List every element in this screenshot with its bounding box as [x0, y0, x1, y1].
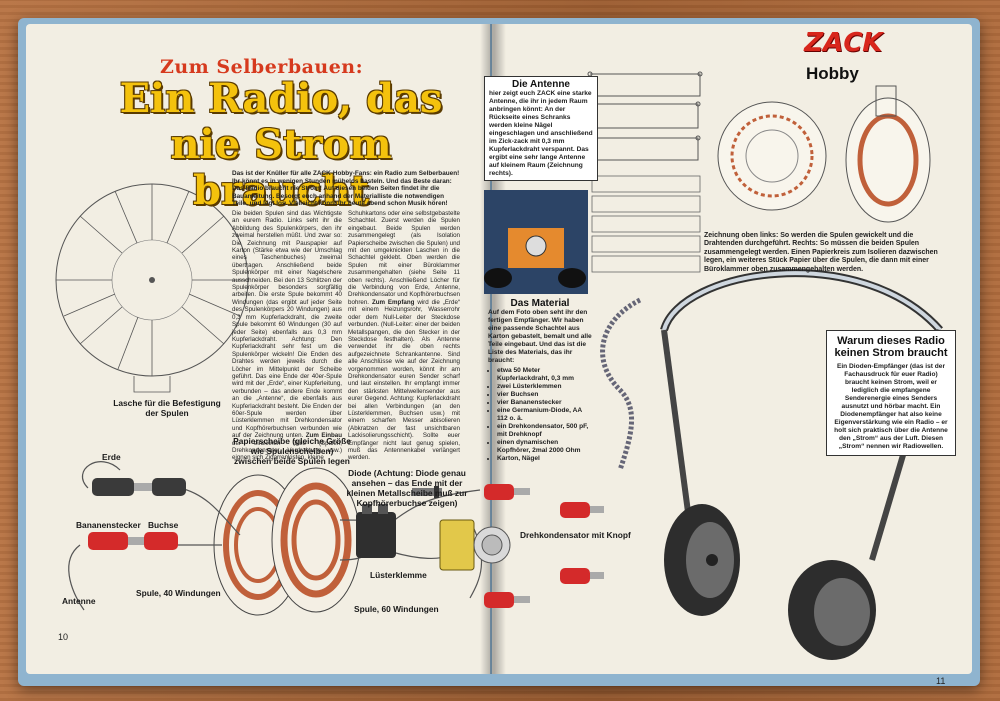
material-item: ein Drehkondensator, 500 pF, mit Drehkno…	[497, 423, 592, 439]
material-item: vier Buchsen	[497, 391, 592, 399]
body-column-1-subhead: Zum Einbau	[305, 432, 342, 440]
body-column-2: Schuhkartons oder eine selbstgebastelte …	[348, 210, 460, 462]
body-column-1-tail: der einzelnen Teile (Spulen, Drehkondens…	[232, 439, 342, 462]
zack-logo: ZACK	[800, 28, 886, 58]
body-column-1-text: Die beiden Spulen sind das Wichtigste an…	[232, 210, 342, 440]
antenne-box-title: Die Antenne	[512, 79, 570, 90]
cabinet-antenna-sketch	[591, 175, 701, 273]
body-column-2-text: Schuhkartons oder eine selbstgebastelte …	[348, 210, 460, 306]
material-box-text: Auf dem Foto oben seht ihr den fertigen …	[488, 309, 592, 364]
material-list: etwa 50 Meter Kupferlackdraht, 0,3 mm zw…	[488, 367, 592, 463]
article-kicker: Zum Selberbauen:	[160, 56, 364, 78]
luesterklemme	[356, 504, 396, 558]
spulen-caption: Zeichnung oben links: So werden die Spul…	[704, 232, 938, 273]
coil-former-template	[55, 183, 249, 393]
page-number-left: 10	[58, 632, 69, 642]
warum-box-title: Warum dieses Radio keinen Strom braucht	[834, 335, 948, 359]
material-item: Karton, Nägel	[497, 455, 592, 463]
warum-box-text: Ein Dioden-Empfänger (das ist der Fachau…	[834, 363, 948, 450]
material-box: Das Material Auf dem Foto oben seht ihr …	[484, 296, 596, 465]
headphones	[600, 269, 943, 660]
label-antenne: Antenne	[62, 596, 96, 606]
material-item: vier Bananenstecker	[497, 399, 592, 407]
label-drehkondensator: Drehkondensator mit Knopf	[520, 530, 631, 540]
antenna-zigzag-drawings	[587, 71, 703, 161]
plugs-right	[484, 484, 604, 608]
receiver-photo	[484, 190, 588, 294]
warum-box: Warum dieses Radio keinen Strom braucht …	[826, 330, 956, 456]
coil-spule-60	[271, 467, 361, 613]
antenne-box-text: hier zeigt euch ZACK eine starke Antenne…	[489, 90, 593, 177]
label-luesterklemme: Lüsterklemme	[370, 570, 427, 580]
label-bananenstecker: Bananenstecker	[76, 520, 141, 530]
page-number-right: 11	[936, 676, 946, 686]
material-item: einen dynamischen Kopfhörer, 2mal 2000 O…	[497, 439, 592, 455]
label-papierscheibe: Papierscheibe (gleiche Größe wie Spulens…	[233, 436, 351, 466]
article-headline: Ein Radio, das nie Strom braucht	[119, 75, 443, 214]
body-column-2-subhead: Zum Empfang	[371, 298, 415, 306]
coil-winding-drawing-left	[717, 101, 827, 211]
section-title-hobby: Hobby	[806, 64, 859, 83]
label-spule-40: Spule, 40 Windungen	[136, 588, 221, 598]
body-column-2-tail: wird die „Erde“ mit einem Heizungsrohr, …	[348, 298, 460, 462]
coil-winding-drawing-right	[845, 85, 931, 223]
label-lasche: Lasche für die Befestigung der Spulen	[113, 398, 221, 418]
material-box-title: Das Material	[510, 298, 570, 309]
plug-erde	[92, 478, 186, 496]
drehkondensator	[439, 519, 511, 571]
label-buchse: Buchse	[148, 520, 179, 530]
material-item: etwa 50 Meter Kupferlackdraht, 0,3 mm	[497, 367, 592, 383]
plug-antenne	[88, 532, 178, 550]
label-spule-60: Spule, 60 Windungen	[354, 604, 439, 614]
diode	[412, 486, 442, 498]
label-erde: Erde	[102, 452, 121, 462]
body-column-1: Die beiden Spulen sind das Wichtigste an…	[232, 210, 342, 462]
label-diode: Diode (Achtung: Diode genau ansehen – da…	[346, 468, 468, 508]
article-intro: Das ist der Knüller für alle ZACK-Hobby-…	[232, 170, 460, 208]
material-item: zwei Lüsterklemmen	[497, 383, 592, 391]
material-item: eine Germanium-Diode, AA 112 o. ä.	[497, 407, 592, 423]
antenne-box: Die Antenne hier zeigt euch ZACK eine st…	[484, 76, 598, 181]
